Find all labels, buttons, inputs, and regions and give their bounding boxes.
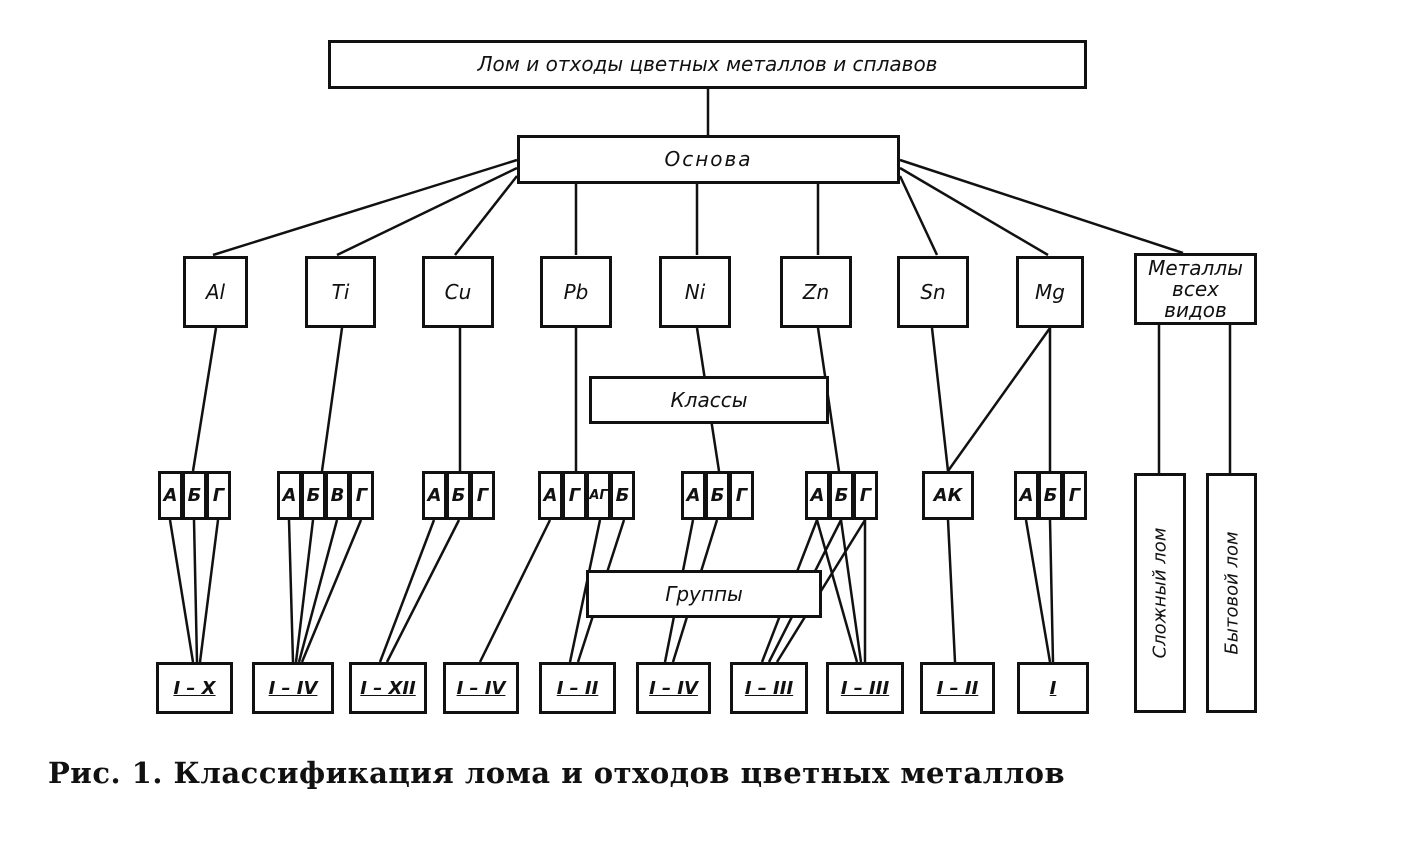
class-cell: Б <box>1038 471 1063 520</box>
household-scrap-box: Бытовой лом <box>1206 473 1257 713</box>
class-cell: Б <box>301 471 326 520</box>
class-cell: А <box>538 471 563 520</box>
groups-label: Группы <box>586 570 822 618</box>
group-box: I – III <box>730 662 808 714</box>
group-box: I – IV <box>636 662 711 714</box>
class-cell: Б <box>705 471 730 520</box>
metal-al: Al <box>183 256 248 328</box>
group-box: I <box>1017 662 1089 714</box>
complex-scrap-label: Сложный лом <box>1149 527 1171 659</box>
class-cell: Г <box>562 471 587 520</box>
metal-ni: Ni <box>659 256 731 328</box>
class-cell: А <box>277 471 302 520</box>
class-cell: Г <box>349 471 374 520</box>
root-node: Лом и отходы цветных металлов и сплавов <box>328 40 1087 89</box>
group-box: I – XII <box>349 662 427 714</box>
class-cell: А <box>422 471 447 520</box>
metal-pb: Pb <box>540 256 612 328</box>
class-cell: Б <box>182 471 207 520</box>
metal-mg: Mg <box>1016 256 1084 328</box>
complex-scrap-box: Сложный лом <box>1134 473 1186 713</box>
class-cell: А <box>805 471 830 520</box>
figure-caption: Рис. 1. Классификация лома и отходов цве… <box>48 756 1066 790</box>
metal-zn: Zn <box>780 256 852 328</box>
household-scrap-label: Бытовой лом <box>1221 531 1242 655</box>
classes-label: Классы <box>589 376 829 424</box>
class-cell: А <box>1014 471 1039 520</box>
class-cell: Б <box>610 471 635 520</box>
basis-node: Основа <box>517 135 900 184</box>
class-cell: АК <box>922 471 974 520</box>
group-box: I – X <box>156 662 233 714</box>
class-cell: Г <box>206 471 231 520</box>
metal-all: Металлы всех видов <box>1134 253 1257 325</box>
class-cell: Г <box>729 471 754 520</box>
metal-cu: Cu <box>422 256 494 328</box>
class-cell: Г <box>853 471 878 520</box>
class-cell: Б <box>829 471 854 520</box>
metal-sn: Sn <box>897 256 969 328</box>
class-cell: Б <box>446 471 471 520</box>
class-cell: А <box>681 471 706 520</box>
group-box: I – IV <box>252 662 334 714</box>
class-cell: А <box>158 471 183 520</box>
class-cell: АГ <box>586 471 611 520</box>
group-box: I – III <box>826 662 904 714</box>
metal-ti: Ti <box>305 256 376 328</box>
group-box: I – II <box>920 662 995 714</box>
class-cell: В <box>325 471 350 520</box>
class-cell: Г <box>1062 471 1087 520</box>
class-cell: Г <box>470 471 495 520</box>
group-box: I – II <box>539 662 616 714</box>
group-box: I – IV <box>443 662 519 714</box>
